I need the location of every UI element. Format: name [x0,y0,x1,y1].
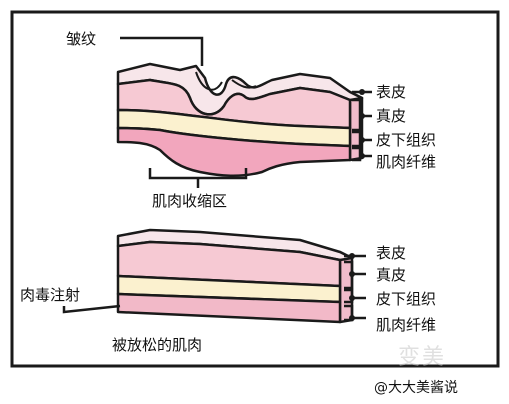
top-layer-dot-3 [359,137,365,143]
top-layer-dot-4 [359,153,365,159]
top-layer-label-epidermis: 表皮 [376,83,406,101]
bottom-layer-label-subcutaneous: 皮下组织 [376,290,436,308]
bottom-layer-label-muscle: 肌肉纤维 [376,316,436,334]
top-muscle [116,126,352,177]
bottom-layer-dot-2 [349,271,355,277]
wrinkle-leader-line [120,36,204,66]
top-layer-dot-2 [359,113,365,119]
top-layer-dot-1 [359,89,365,95]
top-layer-label-dermis: 真皮 [376,107,406,125]
bottom-skin-block [116,228,354,324]
contraction-region-label: 肌肉收缩区 [152,192,227,210]
top-layer-label-muscle: 肌肉纤维 [376,153,436,171]
injection-label: 肉毒注射 [20,286,80,304]
top-layer-label-subcutaneous: 皮下组织 [376,131,436,149]
wrinkle-label: 皱纹 [66,30,96,48]
bottom-layer-label-dermis: 真皮 [376,266,406,284]
bottom-layer-dot-4 [349,315,355,321]
top-wrinkle-line [195,71,223,91]
bottom-layer-label-epidermis: 表皮 [376,244,406,262]
injection-leader-line [62,304,121,314]
relaxed-muscle-caption: 被放松的肌肉 [112,336,202,354]
top-wrinkle-line-2 [231,79,257,89]
bottom-layer-dot-1 [349,253,355,259]
author-credit: @大大美酱说 [374,380,458,396]
bottom-layer-dot-3 [349,295,355,301]
watermark-text: 变美 [398,345,446,370]
